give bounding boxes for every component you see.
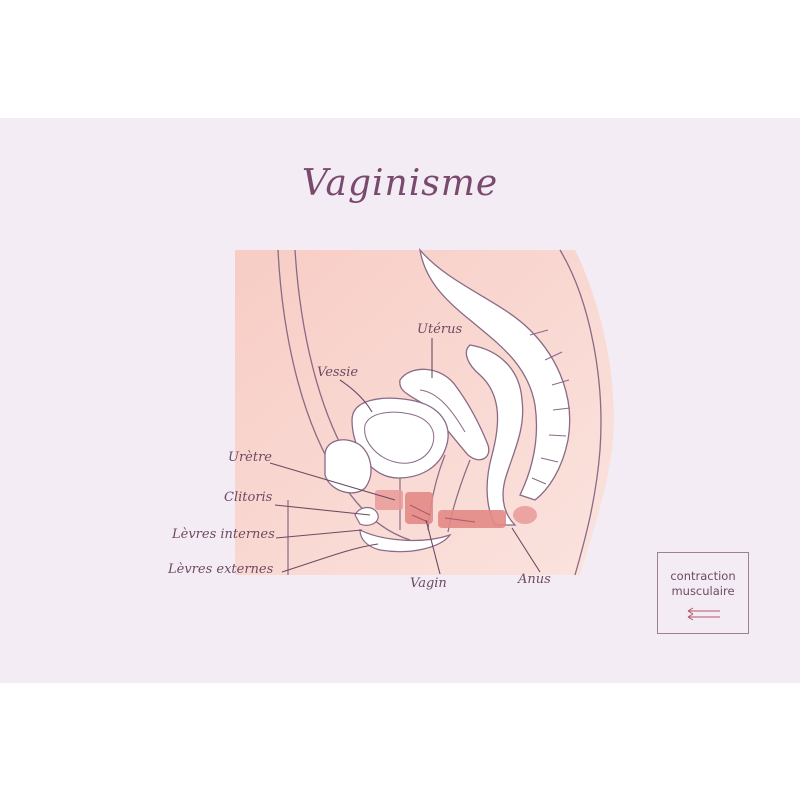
label-vessie: Vessie bbox=[317, 365, 358, 380]
clitoris-shape bbox=[354, 506, 379, 527]
label-vagin: Vagin bbox=[410, 576, 447, 591]
label-uretre: Urètre bbox=[228, 450, 272, 465]
leader-lines bbox=[269, 338, 541, 575]
contraction-arrows-icon bbox=[687, 607, 720, 621]
uterus-cavity bbox=[419, 389, 466, 433]
label-levres-internes: Lèvres internes bbox=[171, 527, 275, 542]
page-title: Vaginisme bbox=[301, 163, 499, 204]
legend-line-1: contraction bbox=[670, 569, 736, 583]
label-clitoris: Clitoris bbox=[224, 490, 273, 505]
labia-shape bbox=[359, 529, 452, 553]
sacrum-spine bbox=[418, 247, 571, 501]
vertebrae-lines bbox=[529, 329, 571, 485]
contraction-zones bbox=[375, 490, 537, 528]
legend-text: contraction musculaire bbox=[658, 569, 748, 599]
label-uterus: Utérus bbox=[417, 322, 462, 337]
rectum bbox=[465, 344, 524, 526]
label-levres-externes: Lèvres externes bbox=[167, 562, 274, 577]
legend-box: contraction musculaire bbox=[657, 552, 749, 634]
pubic-bone bbox=[324, 439, 372, 494]
legend-line-2: musculaire bbox=[671, 584, 735, 598]
bladder bbox=[351, 397, 449, 479]
back-line bbox=[559, 249, 602, 576]
bladder-inner bbox=[364, 411, 435, 464]
label-anus: Anus bbox=[517, 572, 551, 587]
